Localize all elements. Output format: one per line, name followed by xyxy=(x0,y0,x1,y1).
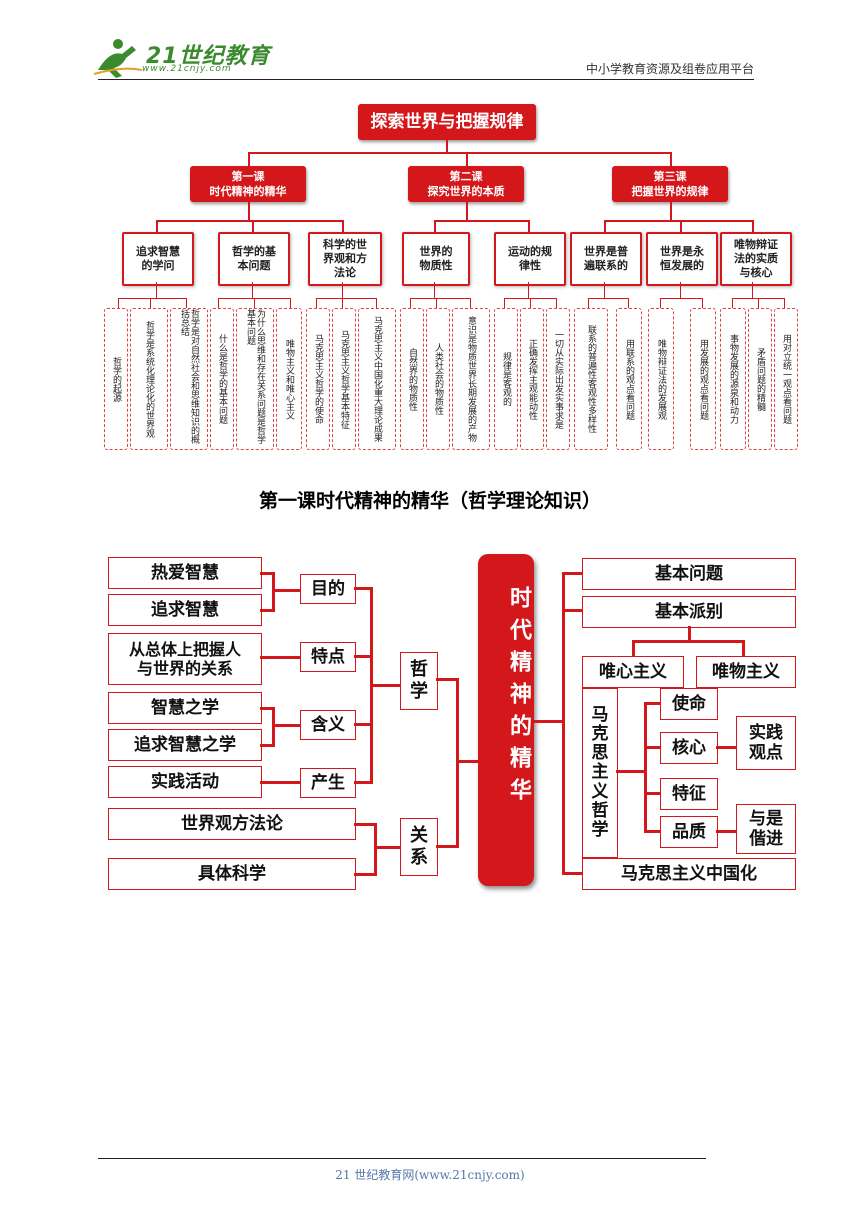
leaf-item: 用联系的观点看问题 xyxy=(616,308,642,450)
leaf-item: 规律是客观的 xyxy=(494,308,518,450)
mindmap-advance: 与是 偕进 xyxy=(736,804,796,854)
leaf-item: 马克思主义哲学基本特征 xyxy=(332,308,356,450)
mindmap-basic-question: 基本问题 xyxy=(582,558,796,590)
mindmap-leaf: 追求智慧之学 xyxy=(108,729,262,761)
leaf-item: 人类社会的物质性 xyxy=(426,308,450,450)
leaf-item: 一切从实际出发实事求是 xyxy=(546,308,570,450)
mindmap-feature-r: 特征 xyxy=(660,778,718,810)
mindmap-leaf: 追求智慧 xyxy=(108,594,262,626)
header-platform-text: 中小学教育资源及组卷应用平台 xyxy=(585,62,754,76)
mindmap-philosophy: 哲 学 xyxy=(400,652,438,710)
leaf-item: 唯物辩证法的发展观 xyxy=(648,308,674,450)
mindmap-idealism: 唯心主义 xyxy=(582,656,684,688)
topic-5: 运动的规 律性 xyxy=(494,232,566,286)
topic-6: 世界是普 遍联系的 xyxy=(570,232,642,286)
leaf-item: 矛盾问题的精髓 xyxy=(748,308,772,450)
topic-2: 哲学的基 本问题 xyxy=(218,232,290,286)
mindmap-quality: 品质 xyxy=(660,816,718,848)
leaf-item: 为什么思维和存在关系问题是哲学基本问题 xyxy=(236,308,274,450)
mindmap-marxist-philosophy: 马 克 思 主 义 哲 学 xyxy=(582,688,618,858)
mindmap-leaf: 实践活动 xyxy=(108,766,262,798)
leaf-item: 唯物主义和唯心主义 xyxy=(276,308,302,450)
mindmap-core: 核心 xyxy=(660,732,718,764)
topic-8: 唯物辩证 法的实质 与核心 xyxy=(720,232,792,286)
leaf-item: 马克思主义中国化重大理论成果 xyxy=(358,308,396,450)
lesson-3: 第三课 把握世界的规律 xyxy=(612,166,728,202)
logo-url: www.21cnjy.com xyxy=(142,64,232,74)
mindmap-feature: 特点 xyxy=(300,642,356,672)
lesson-1: 第一课 时代精神的精华 xyxy=(190,166,306,202)
mindmap-practice-view: 实践 观点 xyxy=(736,716,796,770)
mindmap-purpose: 目的 xyxy=(300,574,356,604)
mindmap-leaf: 具体科学 xyxy=(108,858,356,890)
topic-1: 追求智慧 的学问 xyxy=(122,232,194,286)
mindmap-leaf: 从总体上把握人 与世界的关系 xyxy=(108,633,262,685)
lesson-2: 第二课 探究世界的本质 xyxy=(408,166,524,202)
topic-4: 世界的 物质性 xyxy=(402,232,470,286)
leaf-item: 什么是哲学的基本问题 xyxy=(210,308,234,450)
logo-icon xyxy=(93,39,143,78)
leaf-item: 哲学的起源 xyxy=(104,308,128,450)
mindmap-meaning: 含义 xyxy=(300,710,356,740)
header-divider xyxy=(98,79,754,80)
leaf-item: 哲学是对自然社会和思维知识的概括总结 xyxy=(170,308,208,450)
logo-text: 21世纪教育 xyxy=(146,44,271,69)
leaf-item: 自然界的物质性 xyxy=(400,308,424,450)
topic-7: 世界是永 恒发展的 xyxy=(646,232,718,286)
diagram-title: 探索世界与把握规律 xyxy=(358,104,536,140)
leaf-item: 事物发展的源泉和动力 xyxy=(720,308,746,450)
mindmap-basic-schools: 基本派别 xyxy=(582,596,796,628)
mindmap-origin: 产生 xyxy=(300,768,356,798)
mindmap-leaf: 智慧之学 xyxy=(108,692,262,724)
leaf-item: 哲学是系统化理论化的世界观 xyxy=(130,308,168,450)
mindmap-materialism: 唯物主义 xyxy=(696,656,796,688)
leaf-item: 正确发挥主观能动性 xyxy=(520,308,544,450)
mindmap-leaf: 世界观方法论 xyxy=(108,808,356,840)
leaf-item: 意识是物质世界长期发展的产物 xyxy=(452,308,490,450)
footer-text: 21 世纪教育网(www.21cnjy.com) xyxy=(335,1168,525,1182)
footer-divider xyxy=(98,1158,706,1159)
leaf-item: 联系的普遍性客观性多样性 xyxy=(574,308,608,450)
mindmap-leaf: 热爱智慧 xyxy=(108,557,262,589)
section-title: 第一课时代精神的精华（哲学理论知识） xyxy=(258,490,601,512)
leaf-item: 马克思主义哲学的使命 xyxy=(306,308,330,450)
mindmap-relation: 关 系 xyxy=(400,818,438,876)
leaf-item: 用对立统一观点看问题 xyxy=(774,308,798,450)
topic-3: 科学的世 界观和方 法论 xyxy=(308,232,382,286)
mindmap-mission: 使命 xyxy=(660,688,718,720)
mindmap-sinicization: 马克思主义中国化 xyxy=(582,858,796,890)
center-column xyxy=(478,554,534,886)
leaf-item: 用发展的观点看问题 xyxy=(690,308,716,450)
center-title: 时代精神的精华 xyxy=(506,586,531,810)
